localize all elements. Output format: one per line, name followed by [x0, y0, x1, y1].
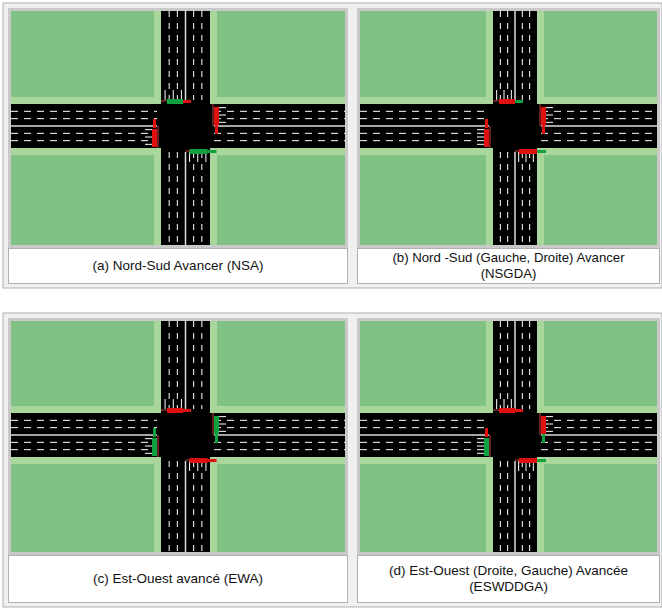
- grass: [11, 11, 345, 245]
- frame: [8, 8, 348, 248]
- signal-bar: [214, 107, 219, 125]
- signal-bar: [215, 434, 218, 443]
- signal-bar: [214, 416, 219, 434]
- signal-bar: [485, 428, 488, 437]
- grass: [360, 321, 657, 552]
- grass: [360, 11, 657, 245]
- signal-bar: [190, 458, 208, 463]
- road: [360, 413, 657, 457]
- signal-bar: [519, 458, 537, 463]
- signal-bar: [537, 150, 546, 153]
- signal-bar: [484, 129, 489, 147]
- sidewalk: [360, 97, 657, 155]
- intersection: [8, 318, 348, 555]
- signal-bar: [208, 150, 217, 153]
- signal-bar: [183, 409, 191, 412]
- signal-bar: [499, 408, 515, 413]
- frame: [357, 8, 660, 248]
- sidewalk: [360, 406, 657, 464]
- signal-bar: [152, 438, 157, 456]
- signal-bar: [215, 125, 218, 134]
- sidewalk: [11, 97, 345, 155]
- signal-bar: [208, 459, 217, 462]
- signal-bar: [541, 107, 546, 125]
- caption-text: (b) Nord -Sud (Gauche, Droite) Avancer (…: [358, 250, 659, 282]
- signal-bar: [485, 119, 488, 128]
- signal-bar: [542, 125, 545, 134]
- signal-bar: [183, 100, 191, 103]
- caption-text: (d) Est-Ouest (Droite, Gauche) Avancée (…: [358, 563, 659, 595]
- caption-cell: (a) Nord-Sud Avancer (NSA): [8, 248, 348, 284]
- intersection: [357, 318, 660, 555]
- signal-bar: [152, 129, 157, 147]
- sidewalk: [11, 406, 345, 464]
- signal-bar: [499, 99, 515, 104]
- road: [360, 104, 657, 148]
- caption-cell: (b) Nord -Sud (Gauche, Droite) Avancer (…: [357, 248, 660, 284]
- road: [11, 104, 345, 148]
- grass: [11, 321, 345, 552]
- intersection: [8, 8, 348, 248]
- signal-bar: [153, 428, 156, 437]
- signal-bar: [515, 409, 523, 412]
- signal-bar: [541, 416, 546, 434]
- frame: [8, 318, 348, 555]
- frame: [357, 318, 660, 555]
- caption-cell: (c) Est-Ouest avancé (EWA): [8, 555, 348, 603]
- panel-frame: [3, 3, 662, 288]
- caption-text: (c) Est-Ouest avancé (EWA): [87, 571, 269, 587]
- signal-bar: [519, 149, 537, 154]
- signal-bar: [190, 149, 208, 154]
- signal-bar: [542, 434, 545, 443]
- signal-bar: [537, 459, 546, 462]
- caption-cell: (d) Est-Ouest (Droite, Gauche) Avancée (…: [357, 555, 660, 603]
- signal-bar: [515, 100, 523, 103]
- signal-bar: [153, 119, 156, 128]
- panel-frame: [3, 313, 662, 607]
- caption-text: (a) Nord-Sud Avancer (NSA): [87, 258, 270, 274]
- signal-bar: [484, 438, 489, 456]
- signal-bar: [167, 99, 183, 104]
- intersection: [357, 8, 660, 248]
- road: [11, 413, 345, 457]
- signal-bar: [167, 408, 183, 413]
